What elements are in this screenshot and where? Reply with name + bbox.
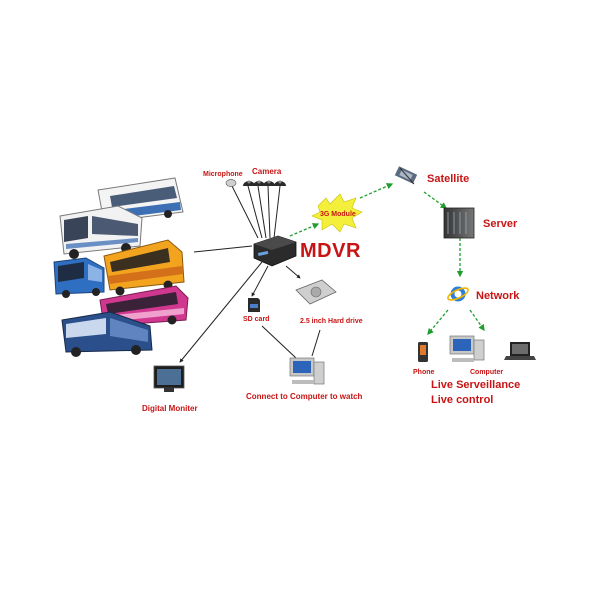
desktop-computer-icon <box>289 357 325 385</box>
camera-group <box>243 180 286 186</box>
connection-lines <box>179 185 321 363</box>
hard-drive-icon <box>295 279 337 305</box>
digital-monitor-icon <box>153 365 185 392</box>
data-flow-arrows <box>289 183 485 335</box>
hard-drive-label: 2.5 inch Hard drive <box>300 318 363 325</box>
3g-module-burst-icon <box>311 193 363 233</box>
computer-label: Computer <box>470 369 504 376</box>
desktop-computer-icon <box>449 335 485 362</box>
microphone-label: Microphone <box>203 171 243 178</box>
3g-module-label: 3G Module <box>320 211 356 218</box>
sd-card-icon <box>248 298 260 312</box>
network-label: Network <box>476 290 520 302</box>
digital-monitor-label: Digital Moniter <box>142 404 198 413</box>
sd-card-label: SD card <box>243 316 270 323</box>
bus-cluster <box>53 177 189 357</box>
camera-label: Camera <box>252 167 282 176</box>
camera-icon <box>243 180 255 186</box>
bus-icon <box>53 257 105 298</box>
satellite-label: Satellite <box>427 173 470 185</box>
server-icon <box>443 207 475 239</box>
phone-label: Phone <box>413 369 435 376</box>
bus-icon <box>59 205 143 259</box>
mdvr-device-icon <box>253 235 297 267</box>
live-control-label: Live control <box>431 394 494 406</box>
phone-icon <box>418 342 428 362</box>
mdvr-label: MDVR <box>300 240 361 262</box>
microphone-icon <box>225 179 237 187</box>
camera-icon <box>274 180 286 186</box>
server-label: Server <box>483 218 518 230</box>
connect-computer-label: Connect to Computer to watch <box>246 392 363 401</box>
bus-icon <box>103 239 185 296</box>
camera-icon <box>263 180 275 186</box>
satellite-icon <box>394 166 418 185</box>
live-surveillance-label: Live Serveillance <box>431 379 521 391</box>
internet-explorer-icon <box>447 286 469 302</box>
bus-icon <box>61 311 153 357</box>
laptop-icon <box>504 342 536 360</box>
camera-icon <box>253 180 265 186</box>
